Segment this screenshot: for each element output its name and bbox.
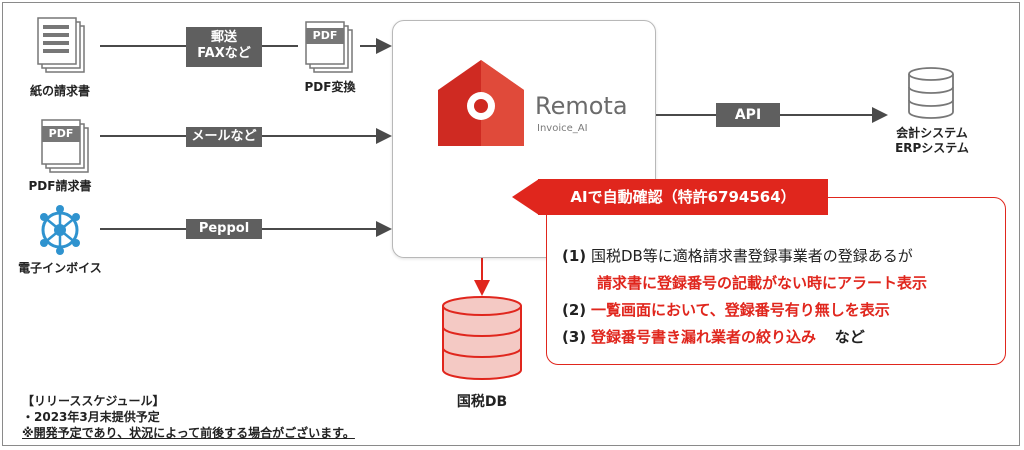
pdf-convert-icon: PDF xyxy=(300,20,360,76)
ai-check-box xyxy=(546,197,1006,365)
pdf-convert-label: PDF変換 xyxy=(304,80,356,94)
feature-1-number: (1) xyxy=(562,247,587,265)
feature-1-text: 国税DB等に適格請求書登録事業者の登録あるが xyxy=(590,247,913,265)
paper-invoice-label: 紙の請求書 xyxy=(29,84,90,98)
pdf-invoice-icon: PDF xyxy=(36,118,96,176)
tax-db-label: 国税DB xyxy=(456,394,508,410)
tax-database-icon xyxy=(442,296,522,380)
feature-3: (3) 登録番号書き漏れ業者の絞り込み など xyxy=(562,326,865,347)
document-stack-icon xyxy=(37,17,85,73)
mail-fax-line1: 郵送 xyxy=(210,30,237,45)
feature-1-alert: 請求書に登録番号の記載がない時にアラート表示 xyxy=(597,272,927,293)
pdf-tag: PDF xyxy=(42,126,80,142)
einvoice-label: 電子インボイス xyxy=(18,261,102,275)
callout-pointer xyxy=(512,179,539,215)
feature-3-suffix: など xyxy=(834,328,865,346)
database-icon xyxy=(908,67,954,119)
feature-2: (2) 一覧画面において、登録番号有り無しを表示 xyxy=(562,299,890,320)
peppol-tag: Peppol xyxy=(186,219,262,239)
accounting-system-label: 会計システム xyxy=(896,126,968,140)
feature-2-text: 一覧画面において、登録番号有り無しを表示 xyxy=(590,301,890,319)
accounting-erp-label: 会計システム ERPシステム xyxy=(880,126,984,156)
release-heading: 【リリーススケジュール】 xyxy=(22,394,165,408)
mail-fax-line2: FAXなど xyxy=(197,46,251,61)
feature-3-text: 登録番号書き漏れ業者の絞り込み xyxy=(590,328,816,346)
pdf-invoice-label: PDF請求書 xyxy=(28,179,92,193)
ai-check-title: AIで自動確認（特許6794564） xyxy=(538,179,828,215)
feature-1: (1) 国税DB等に適格請求書登録事業者の登録あるが xyxy=(562,245,913,266)
feature-1-alert-text: 請求書に登録番号の記載がない時にアラート表示 xyxy=(597,274,928,292)
release-date: ・2023年3月末提供予定 xyxy=(22,410,160,424)
network-globe-icon xyxy=(40,205,80,255)
mail-fax-tag: 郵送 FAXなど xyxy=(186,27,262,67)
product-subname: Invoice_AI xyxy=(537,123,588,134)
house-logo-icon xyxy=(438,60,524,146)
feature-2-number: (2) xyxy=(562,301,587,319)
release-note: ※開発予定であり、状況によって前後する場合がございます。 xyxy=(22,426,355,440)
product-name: Remota xyxy=(535,92,628,120)
erp-system-label: ERPシステム xyxy=(895,141,969,155)
feature-3-number: (3) xyxy=(562,328,587,346)
email-tag: メールなど xyxy=(186,127,262,147)
api-tag: API xyxy=(716,103,780,127)
pdf-convert-tag: PDF xyxy=(306,28,344,44)
